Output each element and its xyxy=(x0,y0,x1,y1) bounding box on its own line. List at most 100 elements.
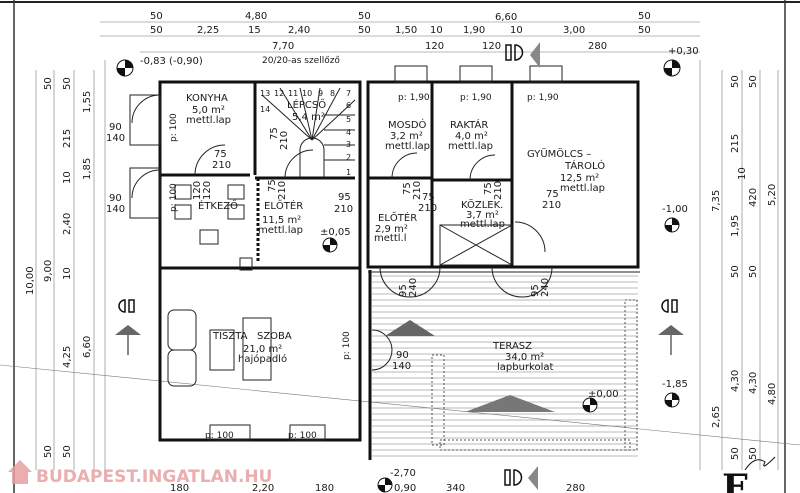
step-number: 8 xyxy=(330,89,335,98)
level-text: -0,83 (-0,90) xyxy=(140,56,203,67)
room-name: TISZTA SZOBA xyxy=(212,331,292,342)
dim-text: 7,35 xyxy=(711,190,722,212)
room-name: RAKTÁR xyxy=(450,118,488,131)
room-area: 3,7 m² xyxy=(466,210,499,221)
dim-text: 215 xyxy=(730,134,741,153)
door-dim: 75 xyxy=(422,192,435,203)
room-name: ELŐTÉR xyxy=(378,210,417,224)
room-floor: mettl.l xyxy=(374,233,406,244)
step-number: 6 xyxy=(346,101,351,110)
dim-text: 4,30 xyxy=(748,372,759,394)
signature xyxy=(744,456,776,471)
dim-text: 10 xyxy=(62,267,73,280)
sheet-mark: E xyxy=(722,467,749,493)
step-number: 2 xyxy=(346,153,351,162)
dimensions-bottom: 180 2,20 180 340 280 xyxy=(170,483,585,493)
level-text: ±0,00 xyxy=(588,389,619,400)
door-label: p: 100 xyxy=(342,331,352,360)
door-dim: 75 xyxy=(214,149,227,160)
vent-note: 20/20-as szellőző xyxy=(262,56,340,66)
room-name: TERASZ xyxy=(492,341,532,352)
dim-text: 1,90 xyxy=(463,25,485,36)
door-dim: 140 xyxy=(106,133,125,144)
room-name: ELŐTÉR xyxy=(264,198,303,212)
dim-text: 10 xyxy=(510,25,523,36)
dimension-lines-right xyxy=(0,60,800,470)
door-label: p: 100 xyxy=(169,113,179,142)
step-number: 4 xyxy=(346,128,351,137)
step-number: 5 xyxy=(346,115,351,124)
door-dim: 210 xyxy=(334,204,353,215)
dim-text: 15 xyxy=(248,25,261,36)
dim-text: 50 xyxy=(748,265,759,278)
door-dim: 210 xyxy=(212,160,231,171)
door-dim: 95 xyxy=(530,284,541,297)
step-number: 13 xyxy=(260,89,270,98)
door-dim: 210 xyxy=(277,181,288,200)
terrace-pergola xyxy=(385,299,638,451)
door-dim: 90 xyxy=(109,193,122,204)
room-area: 34,0 m² xyxy=(505,352,544,363)
dim-text: 10 xyxy=(737,167,748,180)
dim-text: 9,00 xyxy=(43,260,54,282)
door-dim: 90 xyxy=(109,122,122,133)
dim-text: 10 xyxy=(430,25,443,36)
dimensions-right: 7,35 2,65 50 215 10 1,95 50 4,30 50 50 4… xyxy=(711,75,778,460)
door-dim: 120 xyxy=(192,181,203,200)
dim-text: 180 xyxy=(315,483,334,493)
dim-text: 50 xyxy=(358,25,371,36)
room-name: ÉTKEZŐ xyxy=(198,198,238,212)
room-name: GYÜMÖLCS – xyxy=(527,147,591,160)
dim-text: 4,30 xyxy=(730,370,741,392)
dim-text: 50 xyxy=(730,75,741,88)
dim-text: 4,25 xyxy=(62,346,73,368)
room-name: KÖZLEK. xyxy=(461,198,503,211)
level-text: ±0,05 xyxy=(320,227,351,238)
dim-text: 280 xyxy=(588,41,607,52)
door-dim: 75 xyxy=(269,127,280,140)
door-dim: 95 xyxy=(338,192,351,203)
dim-text: 10 xyxy=(62,171,73,184)
watermark-logo: BUDAPEST.INGATLAN.HU xyxy=(8,460,272,487)
room-floor: mettl.lap xyxy=(448,141,493,152)
door-dim: 240 xyxy=(540,278,551,297)
dim-text: 1,85 xyxy=(82,158,93,180)
dim-text: 340 xyxy=(446,483,465,493)
dim-text: 50 xyxy=(730,265,741,278)
dim-text: 2,40 xyxy=(288,25,310,36)
dim-text: 50 xyxy=(638,25,651,36)
door-label: p: 100 xyxy=(205,431,234,441)
dim-text: 3,00 xyxy=(563,25,585,36)
room-name: LÉPCSŐ xyxy=(287,97,326,111)
room-labels: KONYHA 5,0 m² mettl.lap LÉPCSŐ 5,4 m² MO… xyxy=(186,93,605,373)
door-dim: 120 xyxy=(202,181,213,200)
watermark-text: BUDAPEST.INGATLAN.HU xyxy=(36,467,272,487)
dim-text: 180 xyxy=(170,483,189,493)
dim-text: 50 xyxy=(62,445,73,458)
door-swings xyxy=(131,94,553,371)
step-number: 7 xyxy=(346,89,351,98)
room-area: 12,5 m² xyxy=(560,173,599,184)
dim-text: 2,25 xyxy=(197,25,219,36)
dim-text: 10,00 xyxy=(25,266,36,295)
dimension-lines-left xyxy=(35,60,106,470)
room-floor: mettl.lap xyxy=(460,219,505,230)
door-label: p: 1,90 xyxy=(460,93,492,103)
dimensions-top: 50 4,80 50 6,60 50 50 2,25 15 2,40 50 1,… xyxy=(150,11,651,52)
dim-text: 120 xyxy=(482,41,501,52)
dim-text: 6,60 xyxy=(495,12,517,23)
level-text: -1,00 xyxy=(662,204,688,215)
dim-text: 5,20 xyxy=(767,184,778,206)
level-text: +0,30 xyxy=(668,46,699,57)
dimension-lines-top xyxy=(100,21,700,53)
step-number: 1 xyxy=(346,168,351,177)
step-number: 14 xyxy=(260,105,270,114)
house-icon xyxy=(8,460,32,484)
door-dim: 75 xyxy=(402,182,413,195)
door-labels: p: 1,90 p: 1,90 p: 1,90 p: 100 p: 100 p:… xyxy=(106,93,561,441)
dim-text: 50 xyxy=(730,447,741,460)
step-number: 9 xyxy=(318,89,323,98)
room-floor: lapburkolat xyxy=(497,362,554,373)
room-floor: hajópadló xyxy=(238,353,287,365)
